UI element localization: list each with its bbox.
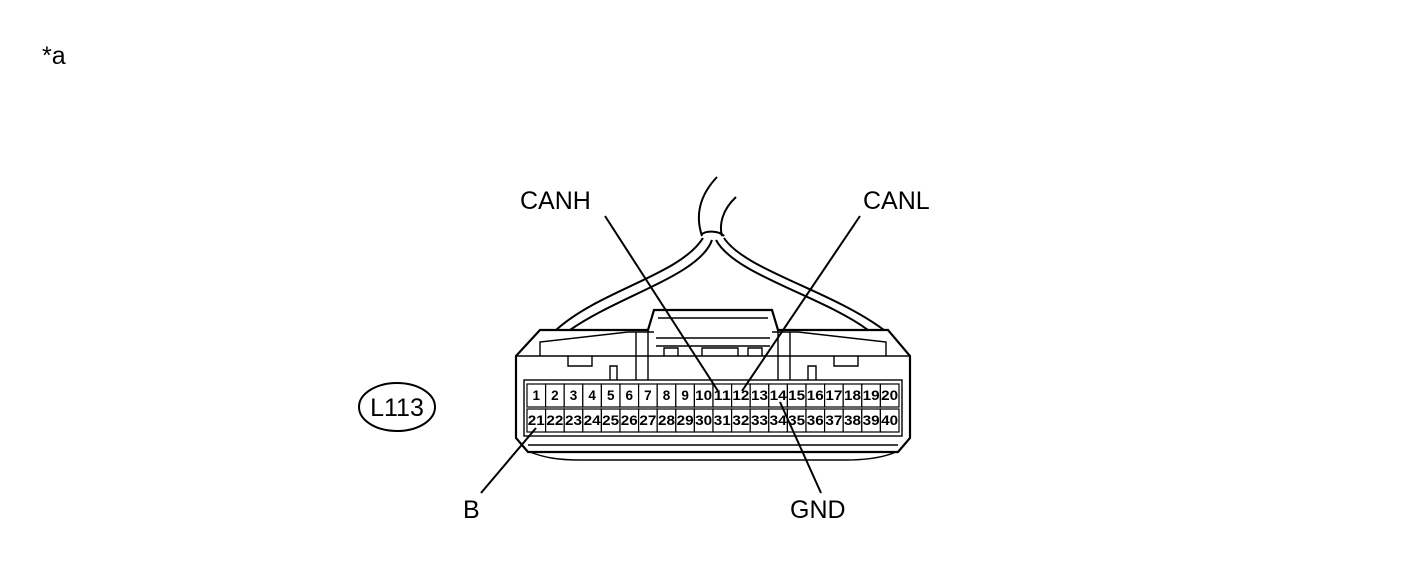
pin-number: 12 [732,388,749,403]
pin-number: 36 [807,413,825,428]
pin-number: 40 [881,413,898,428]
pin-number: 30 [695,413,712,428]
pin-number: 1 [533,388,541,403]
wire-harness [555,176,885,331]
canl-leader [741,215,861,392]
canl-label: CANL [863,187,930,215]
pin-number: 20 [881,388,898,403]
gnd-label: GND [790,496,846,524]
pin-number: 28 [658,413,676,428]
connector-code-badge: L113 [358,382,436,432]
pin-number: 9 [681,388,689,403]
figure-marker: *a [42,42,66,70]
pin-number: 34 [770,413,788,428]
pin-number: 39 [863,413,880,428]
pin-number: 27 [639,413,656,428]
pin-number: 8 [663,388,671,403]
pin-number: 23 [565,413,583,428]
pin-number: 6 [626,388,634,403]
b-leader [480,427,537,494]
pin-number: 18 [844,388,862,403]
connector-code: L113 [370,394,424,422]
pin-cell [879,383,900,408]
pin-number: 10 [695,388,712,403]
pin-number: 31 [714,413,732,428]
pin-number: 24 [584,413,602,428]
pin-number: 7 [644,388,652,403]
pin-number: 3 [570,388,578,403]
pin-number: 33 [751,413,769,428]
pin-number: 29 [677,413,694,428]
pin-number: 2 [551,388,559,403]
pin-cell [879,408,900,433]
pin-number: 26 [621,413,639,428]
pin-number: 25 [602,413,620,428]
connector-code-ellipse [358,382,436,432]
pin-number: 13 [751,388,769,403]
pin-number: 5 [607,388,615,403]
pin-number: 4 [588,388,596,403]
pin-number: 38 [844,413,862,428]
pin-number: 35 [788,413,806,428]
pin-number: 16 [807,388,825,403]
canh-leader [604,215,719,392]
b-label: B [463,496,480,524]
canh-label: CANH [520,187,591,215]
pin-number: 15 [788,388,806,403]
pin-number: 17 [825,388,842,403]
pin-number: 21 [528,413,546,428]
pin-number: 32 [732,413,749,428]
pin-number: 11 [714,388,732,403]
gnd-leader [779,401,822,494]
pin-number: 19 [863,388,880,403]
pin-number: 22 [546,413,563,428]
pin-number: 37 [825,413,842,428]
pin-number: 14 [770,388,788,403]
